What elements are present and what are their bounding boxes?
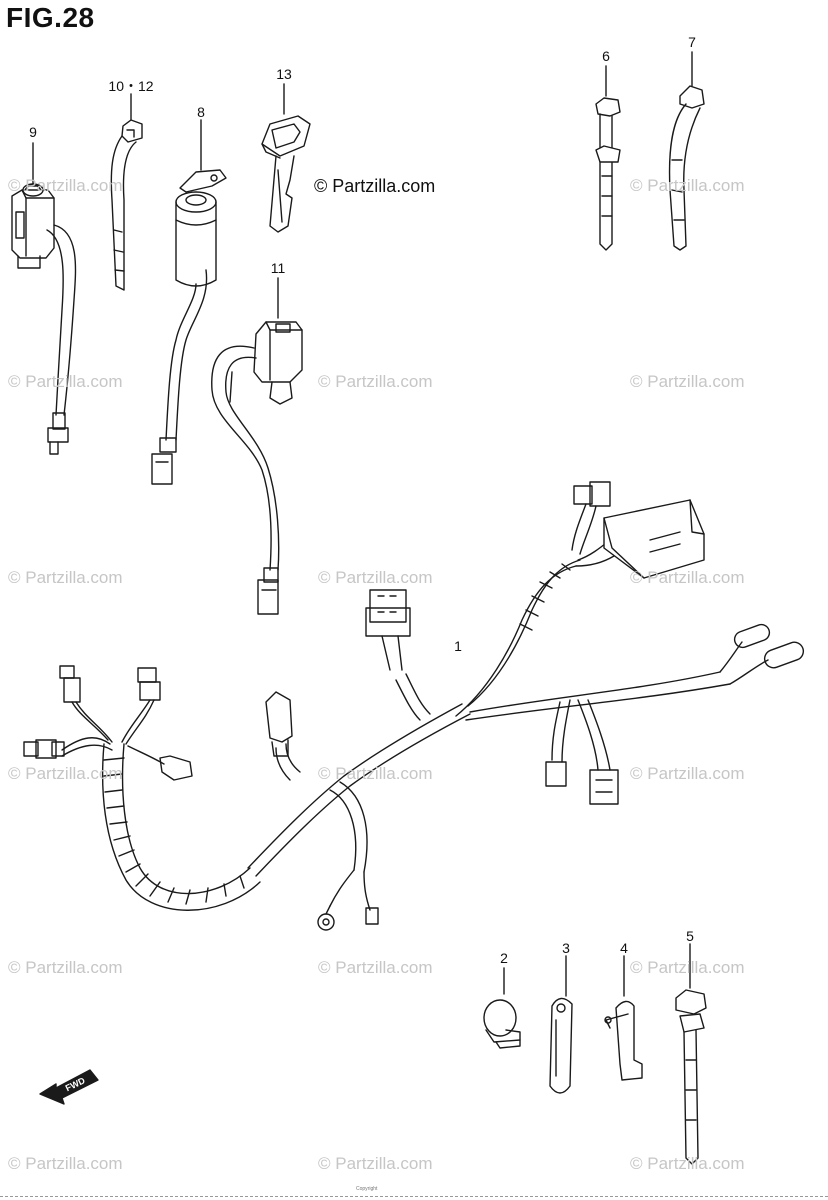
fwd-arrow-icon: FWD	[39, 1069, 99, 1105]
callout-9: 9	[29, 124, 37, 140]
watermark: © Partzilla.com	[318, 764, 433, 783]
watermark: © Partzilla.com	[318, 1154, 433, 1173]
watermark: © Partzilla.com	[630, 372, 745, 391]
copyright-note: Copyright	[356, 1186, 378, 1192]
part-13-key	[261, 83, 311, 233]
watermark: © Partzilla.com	[318, 568, 433, 587]
watermark: © Partzilla.com	[630, 176, 745, 195]
part-11-switch	[211, 277, 303, 615]
watermark: © Partzilla.com	[8, 176, 123, 195]
watermark: © Partzilla.com	[8, 568, 123, 587]
part-1-wiring-harness	[23, 481, 805, 931]
callout-4: 4	[620, 940, 628, 956]
watermark: © Partzilla.com	[318, 372, 433, 391]
watermark: © Partzilla.com	[8, 958, 123, 977]
watermark: © Partzilla.com	[318, 958, 433, 977]
watermark: © Partzilla.com	[8, 1154, 123, 1173]
watermark: © Partzilla.com	[630, 958, 745, 977]
part-2-clamp	[483, 967, 521, 1049]
part-7-cable-tie	[668, 51, 705, 251]
watermark: © Partzilla.com	[630, 1154, 745, 1173]
part-6-cable-band	[595, 65, 621, 251]
brand-mark: © Partzilla.com	[314, 176, 436, 196]
callout-6: 6	[602, 48, 610, 64]
figure-title: FIG.28	[6, 2, 95, 33]
callout-5: 5	[686, 928, 694, 944]
callout-1: 1	[454, 638, 462, 654]
part-4-clamp	[604, 955, 643, 1081]
callout-3: 3	[562, 940, 570, 956]
callout-13: 13	[276, 66, 292, 82]
callout-10-12: 10・12	[108, 78, 154, 94]
callout-2: 2	[500, 950, 508, 966]
watermark: © Partzilla.com	[8, 372, 123, 391]
callout-8: 8	[197, 104, 205, 120]
callout-7: 7	[688, 34, 696, 50]
part-10-12-cable-tie	[110, 93, 143, 291]
part-3-clamp	[549, 955, 573, 1094]
callout-11: 11	[270, 260, 286, 276]
part-9-handlebar-switch	[11, 142, 77, 455]
watermark: © Partzilla.com	[630, 764, 745, 783]
part-5-tie-clamp	[675, 943, 707, 1165]
part-8-ignition-switch	[151, 119, 227, 485]
bottom-divider	[0, 1196, 828, 1197]
watermark: © Partzilla.com	[8, 764, 123, 783]
watermark: © Partzilla.com	[630, 568, 745, 587]
